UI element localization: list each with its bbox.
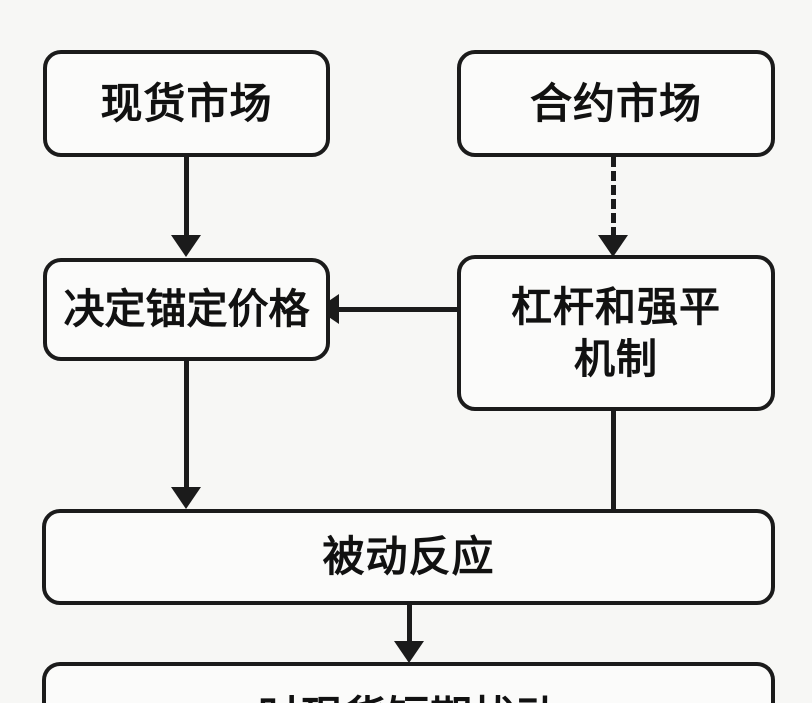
edge-leverage-to-anchor-line (337, 307, 459, 312)
node-leverage-and-liquidation-mechanism[interactable]: 杠杆和强平 机制 (457, 255, 775, 411)
node-contract-market[interactable]: 合约市场 (457, 50, 775, 157)
edge-anchor-to-passive-arrowhead-icon (171, 487, 201, 509)
edge-contract-to-leverage-dashed-line (611, 157, 616, 237)
edge-spot-to-anchor-line (184, 157, 189, 237)
node-spot-short-term-disturbance[interactable]: 时现货短期扰动 (42, 662, 775, 703)
node-spot-market[interactable]: 现货市场 (43, 50, 330, 157)
edge-leverage-to-passive-line (611, 411, 616, 511)
edge-spot-to-anchor-arrowhead-icon (171, 235, 201, 257)
edge-anchor-to-passive-line (184, 361, 189, 489)
edge-contract-to-leverage-arrowhead-icon (598, 235, 628, 257)
node-passive-reaction[interactable]: 被动反应 (42, 509, 775, 605)
edge-passive-to-outcome-arrowhead-icon (394, 641, 424, 663)
node-determine-anchor-price[interactable]: 决定锚定价格 (43, 258, 330, 361)
edge-passive-to-outcome-line (407, 605, 412, 643)
